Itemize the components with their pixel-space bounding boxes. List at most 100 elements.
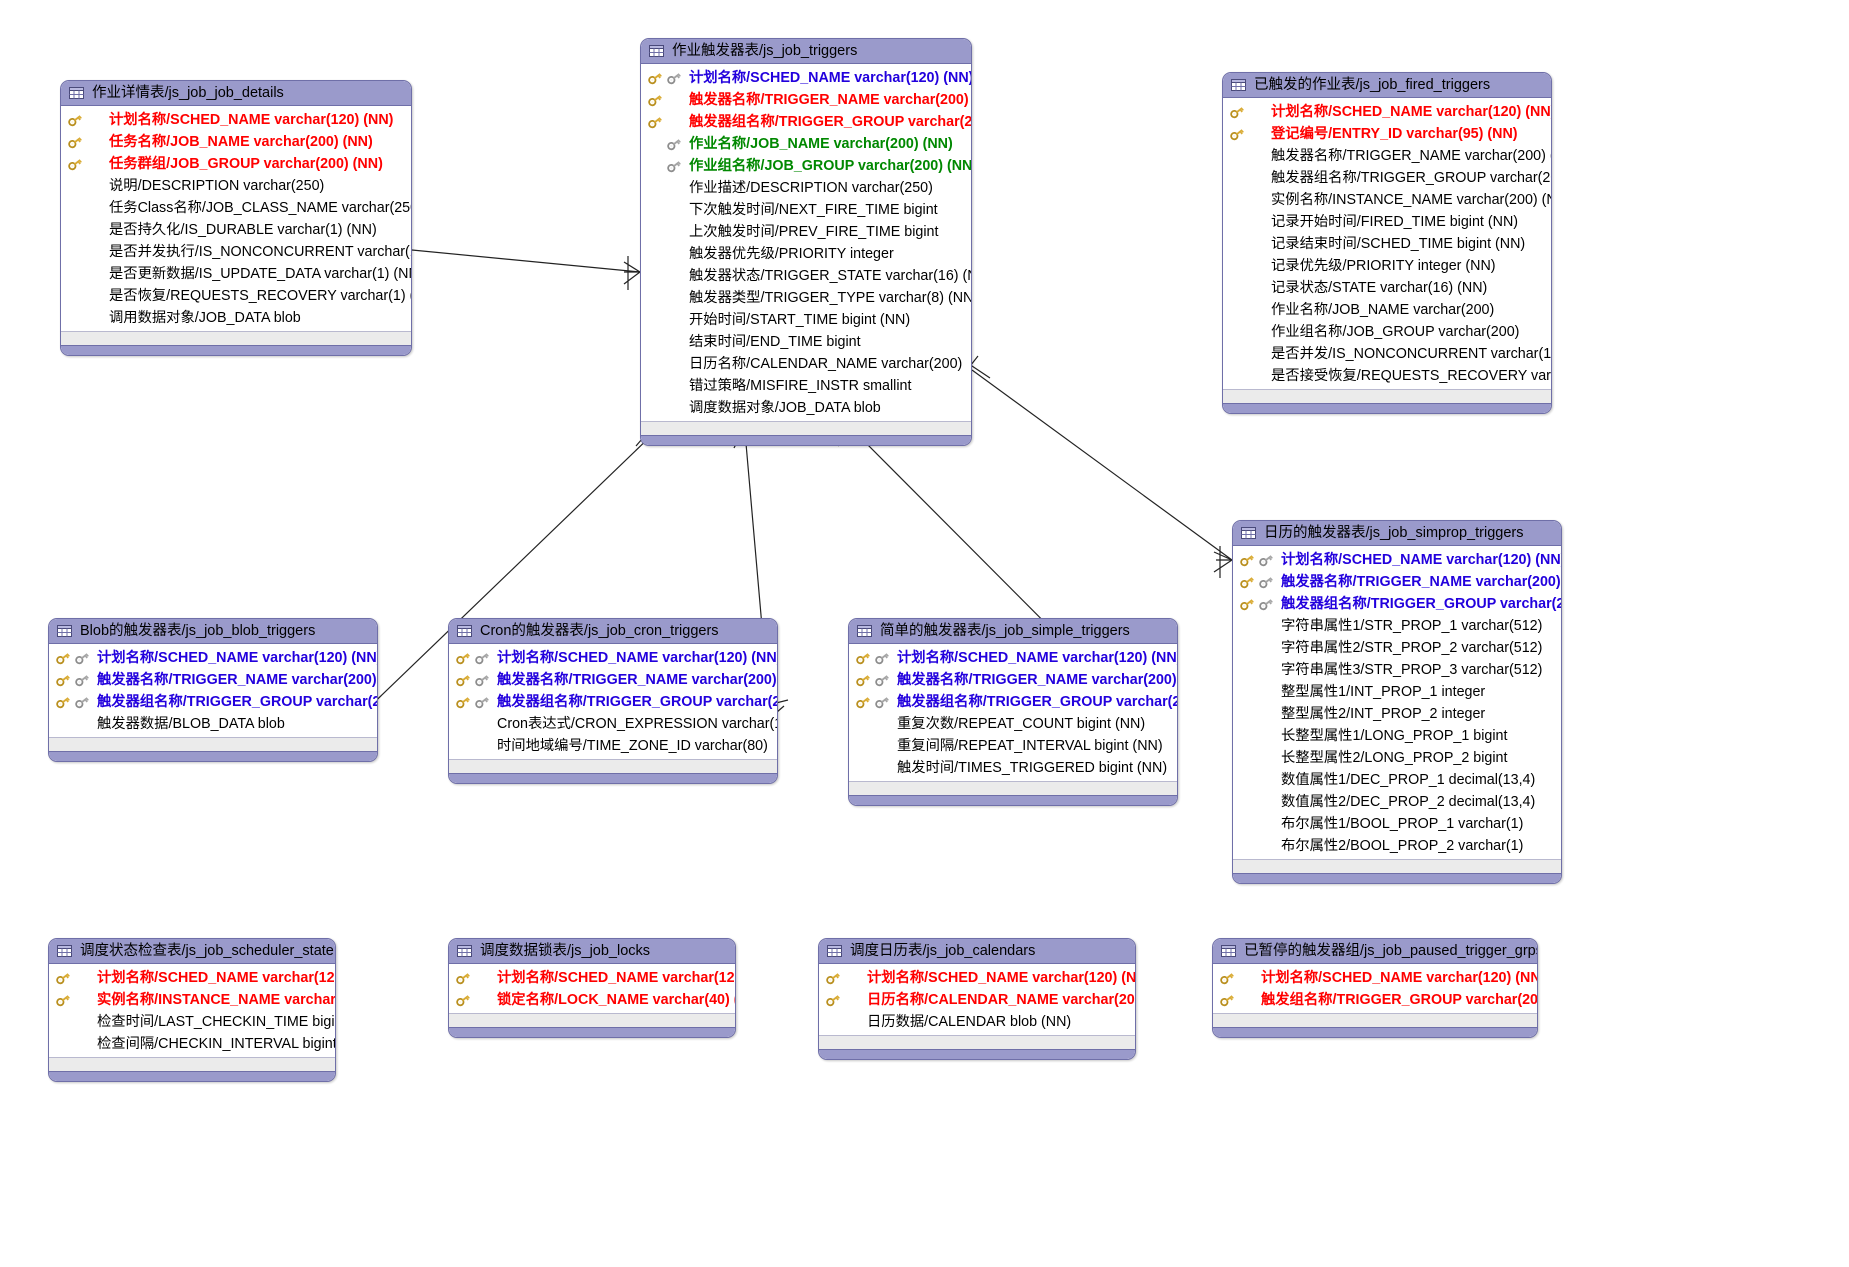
attribute-row[interactable]: 调度数据对象/JOB_DATA blob — [641, 397, 971, 419]
attribute-row[interactable]: 记录优先级/PRIORITY integer (NN) — [1223, 255, 1551, 277]
attribute-row[interactable]: 字符串属性3/STR_PROP_3 varchar(512) — [1233, 659, 1561, 681]
attribute-row[interactable]: 任务名称/JOB_NAME varchar(200) (NN) — [61, 131, 411, 153]
attribute-row[interactable]: 触发器优先级/PRIORITY integer — [641, 243, 971, 265]
entity-header-locks[interactable]: 调度数据锁表/js_job_locks — [449, 939, 735, 964]
entity-simprop_triggers[interactable]: 日历的触发器表/js_job_simprop_triggers 计划名称/SCHE… — [1232, 520, 1562, 884]
attribute-row[interactable]: 作业描述/DESCRIPTION varchar(250) — [641, 177, 971, 199]
attribute-row[interactable]: 长整型属性1/LONG_PROP_1 bigint — [1233, 725, 1561, 747]
attribute-row[interactable]: 日历名称/CALENDAR_NAME varchar(200) (NN) — [819, 989, 1135, 1011]
entity-scheduler_state[interactable]: 调度状态检查表/js_job_scheduler_state 计划名称/SCHED… — [48, 938, 336, 1082]
attribute-row[interactable]: 字符串属性1/STR_PROP_1 varchar(512) — [1233, 615, 1561, 637]
attribute-row[interactable]: 触发器名称/TRIGGER_NAME varchar(200) (NN) — [449, 669, 777, 691]
attribute-row[interactable]: 触发器数据/BLOB_DATA blob — [49, 713, 377, 735]
entity-job_details[interactable]: 作业详情表/js_job_job_details 计划名称/SCHED_NAME … — [60, 80, 412, 356]
attribute-row[interactable]: 下次触发时间/NEXT_FIRE_TIME bigint — [641, 199, 971, 221]
attribute-row[interactable]: 触发器组名称/TRIGGER_GROUP varchar(200) (NN) — [849, 691, 1177, 713]
attribute-row[interactable]: 触发时间/TIMES_TRIGGERED bigint (NN) — [849, 757, 1177, 779]
attribute-row[interactable]: Cron表达式/CRON_EXPRESSION varchar(120) (NN… — [449, 713, 777, 735]
entity-header-simple_triggers[interactable]: 简单的触发器表/js_job_simple_triggers — [849, 619, 1177, 644]
attribute-row[interactable]: 计划名称/SCHED_NAME varchar(120) (NN) — [49, 647, 377, 669]
attribute-row[interactable]: 重复间隔/REPEAT_INTERVAL bigint (NN) — [849, 735, 1177, 757]
attribute-row[interactable]: 作业组名称/JOB_GROUP varchar(200) (NN) — [641, 155, 971, 177]
attribute-row[interactable]: 计划名称/SCHED_NAME varchar(120) (NN) — [1213, 967, 1537, 989]
attribute-row[interactable]: 计划名称/SCHED_NAME varchar(120) (NN) — [61, 109, 411, 131]
entity-header-job_triggers[interactable]: 作业触发器表/js_job_triggers — [641, 39, 971, 64]
entity-header-calendars[interactable]: 调度日历表/js_job_calendars — [819, 939, 1135, 964]
entity-header-blob_triggers[interactable]: Blob的触发器表/js_job_blob_triggers — [49, 619, 377, 644]
attribute-row[interactable]: 触发器名称/TRIGGER_NAME varchar(200) (NN) — [849, 669, 1177, 691]
attribute-row[interactable]: 时间地域编号/TIME_ZONE_ID varchar(80) — [449, 735, 777, 757]
attribute-row[interactable]: 日历名称/CALENDAR_NAME varchar(200) — [641, 353, 971, 375]
attribute-row[interactable]: 触发器组名称/TRIGGER_GROUP varchar(200) (NN) — [641, 111, 971, 133]
entity-header-cron_triggers[interactable]: Cron的触发器表/js_job_cron_triggers — [449, 619, 777, 644]
attribute-row[interactable]: 上次触发时间/PREV_FIRE_TIME bigint — [641, 221, 971, 243]
attribute-row[interactable]: 触发器组名称/TRIGGER_GROUP varchar(200) (NN) — [49, 691, 377, 713]
attribute-row[interactable]: 触发器名称/TRIGGER_NAME varchar(200) (NN) — [1223, 145, 1551, 167]
attribute-row[interactable]: 登记编号/ENTRY_ID varchar(95) (NN) — [1223, 123, 1551, 145]
attribute-row[interactable]: 重复次数/REPEAT_COUNT bigint (NN) — [849, 713, 1177, 735]
attribute-row[interactable]: 日历数据/CALENDAR blob (NN) — [819, 1011, 1135, 1033]
attribute-row[interactable]: 字符串属性2/STR_PROP_2 varchar(512) — [1233, 637, 1561, 659]
attribute-row[interactable]: 检查时间/LAST_CHECKIN_TIME bigint (NN) — [49, 1011, 335, 1033]
attribute-row[interactable]: 布尔属性1/BOOL_PROP_1 varchar(1) — [1233, 813, 1561, 835]
attribute-row[interactable]: 触发器名称/TRIGGER_NAME varchar(200) (NN) — [1233, 571, 1561, 593]
entity-blob_triggers[interactable]: Blob的触发器表/js_job_blob_triggers 计划名称/SCHED… — [48, 618, 378, 762]
attribute-row[interactable]: 是否并发/IS_NONCONCURRENT varchar(1) — [1223, 343, 1551, 365]
entity-job_triggers[interactable]: 作业触发器表/js_job_triggers 计划名称/SCHED_NAME va… — [640, 38, 972, 446]
entity-calendars[interactable]: 调度日历表/js_job_calendars 计划名称/SCHED_NAME va… — [818, 938, 1136, 1060]
attribute-row[interactable]: 计划名称/SCHED_NAME varchar(120) (NN) — [49, 967, 335, 989]
attribute-row[interactable]: 记录开始时间/FIRED_TIME bigint (NN) — [1223, 211, 1551, 233]
attribute-row[interactable]: 检查间隔/CHECKIN_INTERVAL bigint (NN) — [49, 1033, 335, 1055]
entity-header-simprop_triggers[interactable]: 日历的触发器表/js_job_simprop_triggers — [1233, 521, 1561, 546]
attribute-row[interactable]: 是否恢复/REQUESTS_RECOVERY varchar(1) (NN) — [61, 285, 411, 307]
attribute-row[interactable]: 是否更新数据/IS_UPDATE_DATA varchar(1) (NN) — [61, 263, 411, 285]
attribute-row[interactable]: 计划名称/SCHED_NAME varchar(120) (NN) — [1233, 549, 1561, 571]
attribute-row[interactable]: 记录结束时间/SCHED_TIME bigint (NN) — [1223, 233, 1551, 255]
attribute-row[interactable]: 结束时间/END_TIME bigint — [641, 331, 971, 353]
attribute-row[interactable]: 触发器状态/TRIGGER_STATE varchar(16) (NN) — [641, 265, 971, 287]
attribute-row[interactable]: 说明/DESCRIPTION varchar(250) — [61, 175, 411, 197]
entity-cron_triggers[interactable]: Cron的触发器表/js_job_cron_triggers 计划名称/SCHED… — [448, 618, 778, 784]
attribute-row[interactable]: 触发器组名称/TRIGGER_GROUP varchar(200) (NN) — [1223, 167, 1551, 189]
attribute-row[interactable]: 计划名称/SCHED_NAME varchar(120) (NN) — [449, 647, 777, 669]
attribute-row[interactable]: 实例名称/INSTANCE_NAME varchar(200) (NN) — [49, 989, 335, 1011]
attribute-row[interactable]: 错过策略/MISFIRE_INSTR smallint — [641, 375, 971, 397]
entity-simple_triggers[interactable]: 简单的触发器表/js_job_simple_triggers 计划名称/SCHED… — [848, 618, 1178, 806]
entity-paused_trigger_grps[interactable]: 已暂停的触发器组/js_job_paused_trigger_grps 计划名称/… — [1212, 938, 1538, 1038]
attribute-row[interactable]: 触发器组名称/TRIGGER_GROUP varchar(200) (NN) — [449, 691, 777, 713]
attribute-row[interactable]: 实例名称/INSTANCE_NAME varchar(200) (NN) — [1223, 189, 1551, 211]
attribute-row[interactable]: 调用数据对象/JOB_DATA blob — [61, 307, 411, 329]
attribute-row[interactable]: 计划名称/SCHED_NAME varchar(120) (NN) — [1223, 101, 1551, 123]
attribute-row[interactable]: 数值属性1/DEC_PROP_1 decimal(13,4) — [1233, 769, 1561, 791]
attribute-row[interactable]: 计划名称/SCHED_NAME varchar(120) (NN) — [819, 967, 1135, 989]
attribute-row[interactable]: 是否并发执行/IS_NONCONCURRENT varchar(1) (NN) — [61, 241, 411, 263]
attribute-row[interactable]: 作业名称/JOB_NAME varchar(200) — [1223, 299, 1551, 321]
attribute-row[interactable]: 作业组名称/JOB_GROUP varchar(200) — [1223, 321, 1551, 343]
attribute-row[interactable]: 触发器类型/TRIGGER_TYPE varchar(8) (NN) — [641, 287, 971, 309]
attribute-row[interactable]: 是否接受恢复/REQUESTS_RECOVERY varchar(1) — [1223, 365, 1551, 387]
attribute-row[interactable]: 任务群组/JOB_GROUP varchar(200) (NN) — [61, 153, 411, 175]
entity-header-fired_triggers[interactable]: 已触发的作业表/js_job_fired_triggers — [1223, 73, 1551, 98]
entity-header-scheduler_state[interactable]: 调度状态检查表/js_job_scheduler_state — [49, 939, 335, 964]
attribute-row[interactable]: 计划名称/SCHED_NAME varchar(120) (NN) — [849, 647, 1177, 669]
attribute-row[interactable]: 整型属性1/INT_PROP_1 integer — [1233, 681, 1561, 703]
attribute-row[interactable]: 锁定名称/LOCK_NAME varchar(40) (NN) — [449, 989, 735, 1011]
attribute-row[interactable]: 数值属性2/DEC_PROP_2 decimal(13,4) — [1233, 791, 1561, 813]
attribute-row[interactable]: 布尔属性2/BOOL_PROP_2 varchar(1) — [1233, 835, 1561, 857]
entity-fired_triggers[interactable]: 已触发的作业表/js_job_fired_triggers 计划名称/SCHED_… — [1222, 72, 1552, 414]
attribute-row[interactable]: 是否持久化/IS_DURABLE varchar(1) (NN) — [61, 219, 411, 241]
attribute-row[interactable]: 触发组名称/TRIGGER_GROUP varchar(200) (NN) — [1213, 989, 1537, 1011]
attribute-row[interactable]: 触发器组名称/TRIGGER_GROUP varchar(200) (NN) — [1233, 593, 1561, 615]
entity-header-job_details[interactable]: 作业详情表/js_job_job_details — [61, 81, 411, 106]
entity-locks[interactable]: 调度数据锁表/js_job_locks 计划名称/SCHED_NAME varch… — [448, 938, 736, 1038]
attribute-row[interactable]: 计划名称/SCHED_NAME varchar(120) (NN) — [641, 67, 971, 89]
attribute-row[interactable]: 计划名称/SCHED_NAME varchar(120) (NN) — [449, 967, 735, 989]
attribute-row[interactable]: 记录状态/STATE varchar(16) (NN) — [1223, 277, 1551, 299]
attribute-row[interactable]: 触发器名称/TRIGGER_NAME varchar(200) (NN) — [641, 89, 971, 111]
attribute-row[interactable]: 开始时间/START_TIME bigint (NN) — [641, 309, 971, 331]
attribute-row[interactable]: 整型属性2/INT_PROP_2 integer — [1233, 703, 1561, 725]
attribute-row[interactable]: 任务Class名称/JOB_CLASS_NAME varchar(250) (N… — [61, 197, 411, 219]
attribute-row[interactable]: 作业名称/JOB_NAME varchar(200) (NN) — [641, 133, 971, 155]
attribute-row[interactable]: 触发器名称/TRIGGER_NAME varchar(200) (NN) — [49, 669, 377, 691]
entity-header-paused_trigger_grps[interactable]: 已暂停的触发器组/js_job_paused_trigger_grps — [1213, 939, 1537, 964]
